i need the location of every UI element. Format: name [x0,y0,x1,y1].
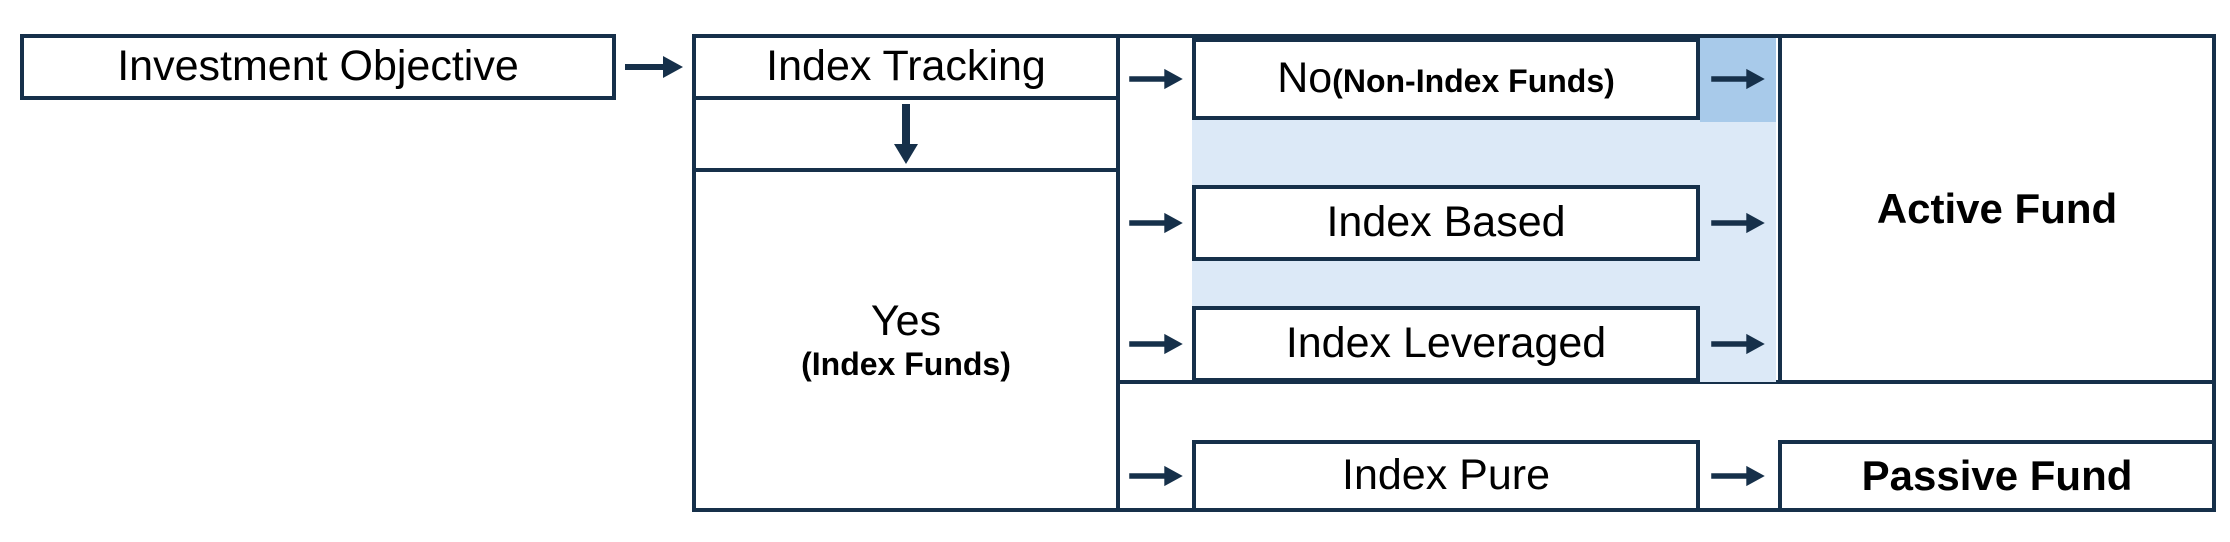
arrow-right-icon [1129,332,1183,356]
active-passive-divider-rule [1116,380,2216,384]
node-index-pure[interactable]: Index Pure [1192,440,1700,512]
arrow-right-icon [1711,332,1765,356]
node-active-fund-label: Active Fund [1876,184,2118,232]
arrow-right-icon [1129,464,1183,488]
node-yes-label: Yes [870,296,942,345]
node-no-label: No [1277,54,1333,103]
arrow-right-icon [1129,67,1183,91]
node-index-pure-label: Index Pure [1342,451,1550,500]
edge-index-pure-to-passive-fund [1700,440,1776,512]
node-index-leveraged[interactable]: Index Leveraged [1192,306,1700,382]
edge-yes-to-index-pure [1120,440,1192,512]
node-passive-fund[interactable]: Passive Fund [1778,440,2216,512]
edge-index-leveraged-to-active-fund [1700,306,1776,382]
node-no-sublabel: (Non-Index Funds) [1332,63,1615,100]
arrow-right-icon [1711,464,1765,488]
edge-index-tracking-to-no [1120,38,1192,120]
node-index-tracking-label: Index Tracking [766,42,1046,91]
node-yes-index-funds[interactable]: Yes (Index Funds) [692,168,1120,512]
node-investment-objective-label: Investment Objective [117,42,519,91]
edge-root-to-index-tracking [618,34,690,100]
edge-index-based-to-active-fund [1700,185,1776,261]
node-index-tracking[interactable]: Index Tracking [692,34,1120,100]
node-passive-fund-label: Passive Fund [1861,451,2133,499]
node-active-fund[interactable]: Active Fund [1778,34,2216,384]
node-index-based-label: Index Based [1326,198,1566,247]
node-index-based[interactable]: Index Based [1192,185,1700,261]
frame-top-rule [692,34,2216,38]
node-no-non-index-funds[interactable]: No (Non-Index Funds) [1192,38,1700,120]
arrow-right-icon [1711,67,1765,91]
node-investment-objective[interactable]: Investment Objective [20,34,616,100]
arrow-right-icon [625,54,683,80]
arrow-right-icon [1711,211,1765,235]
edge-yes-to-index-leveraged [1120,306,1192,382]
edge-index-tracking-to-yes [692,100,1120,168]
node-index-leveraged-label: Index Leveraged [1285,319,1607,368]
arrow-down-icon [893,104,919,164]
arrow-right-icon [1129,211,1183,235]
edge-yes-to-index-based [1120,185,1192,261]
edge-no-to-active-fund [1700,38,1776,120]
node-yes-sublabel: (Index Funds) [801,345,1011,382]
